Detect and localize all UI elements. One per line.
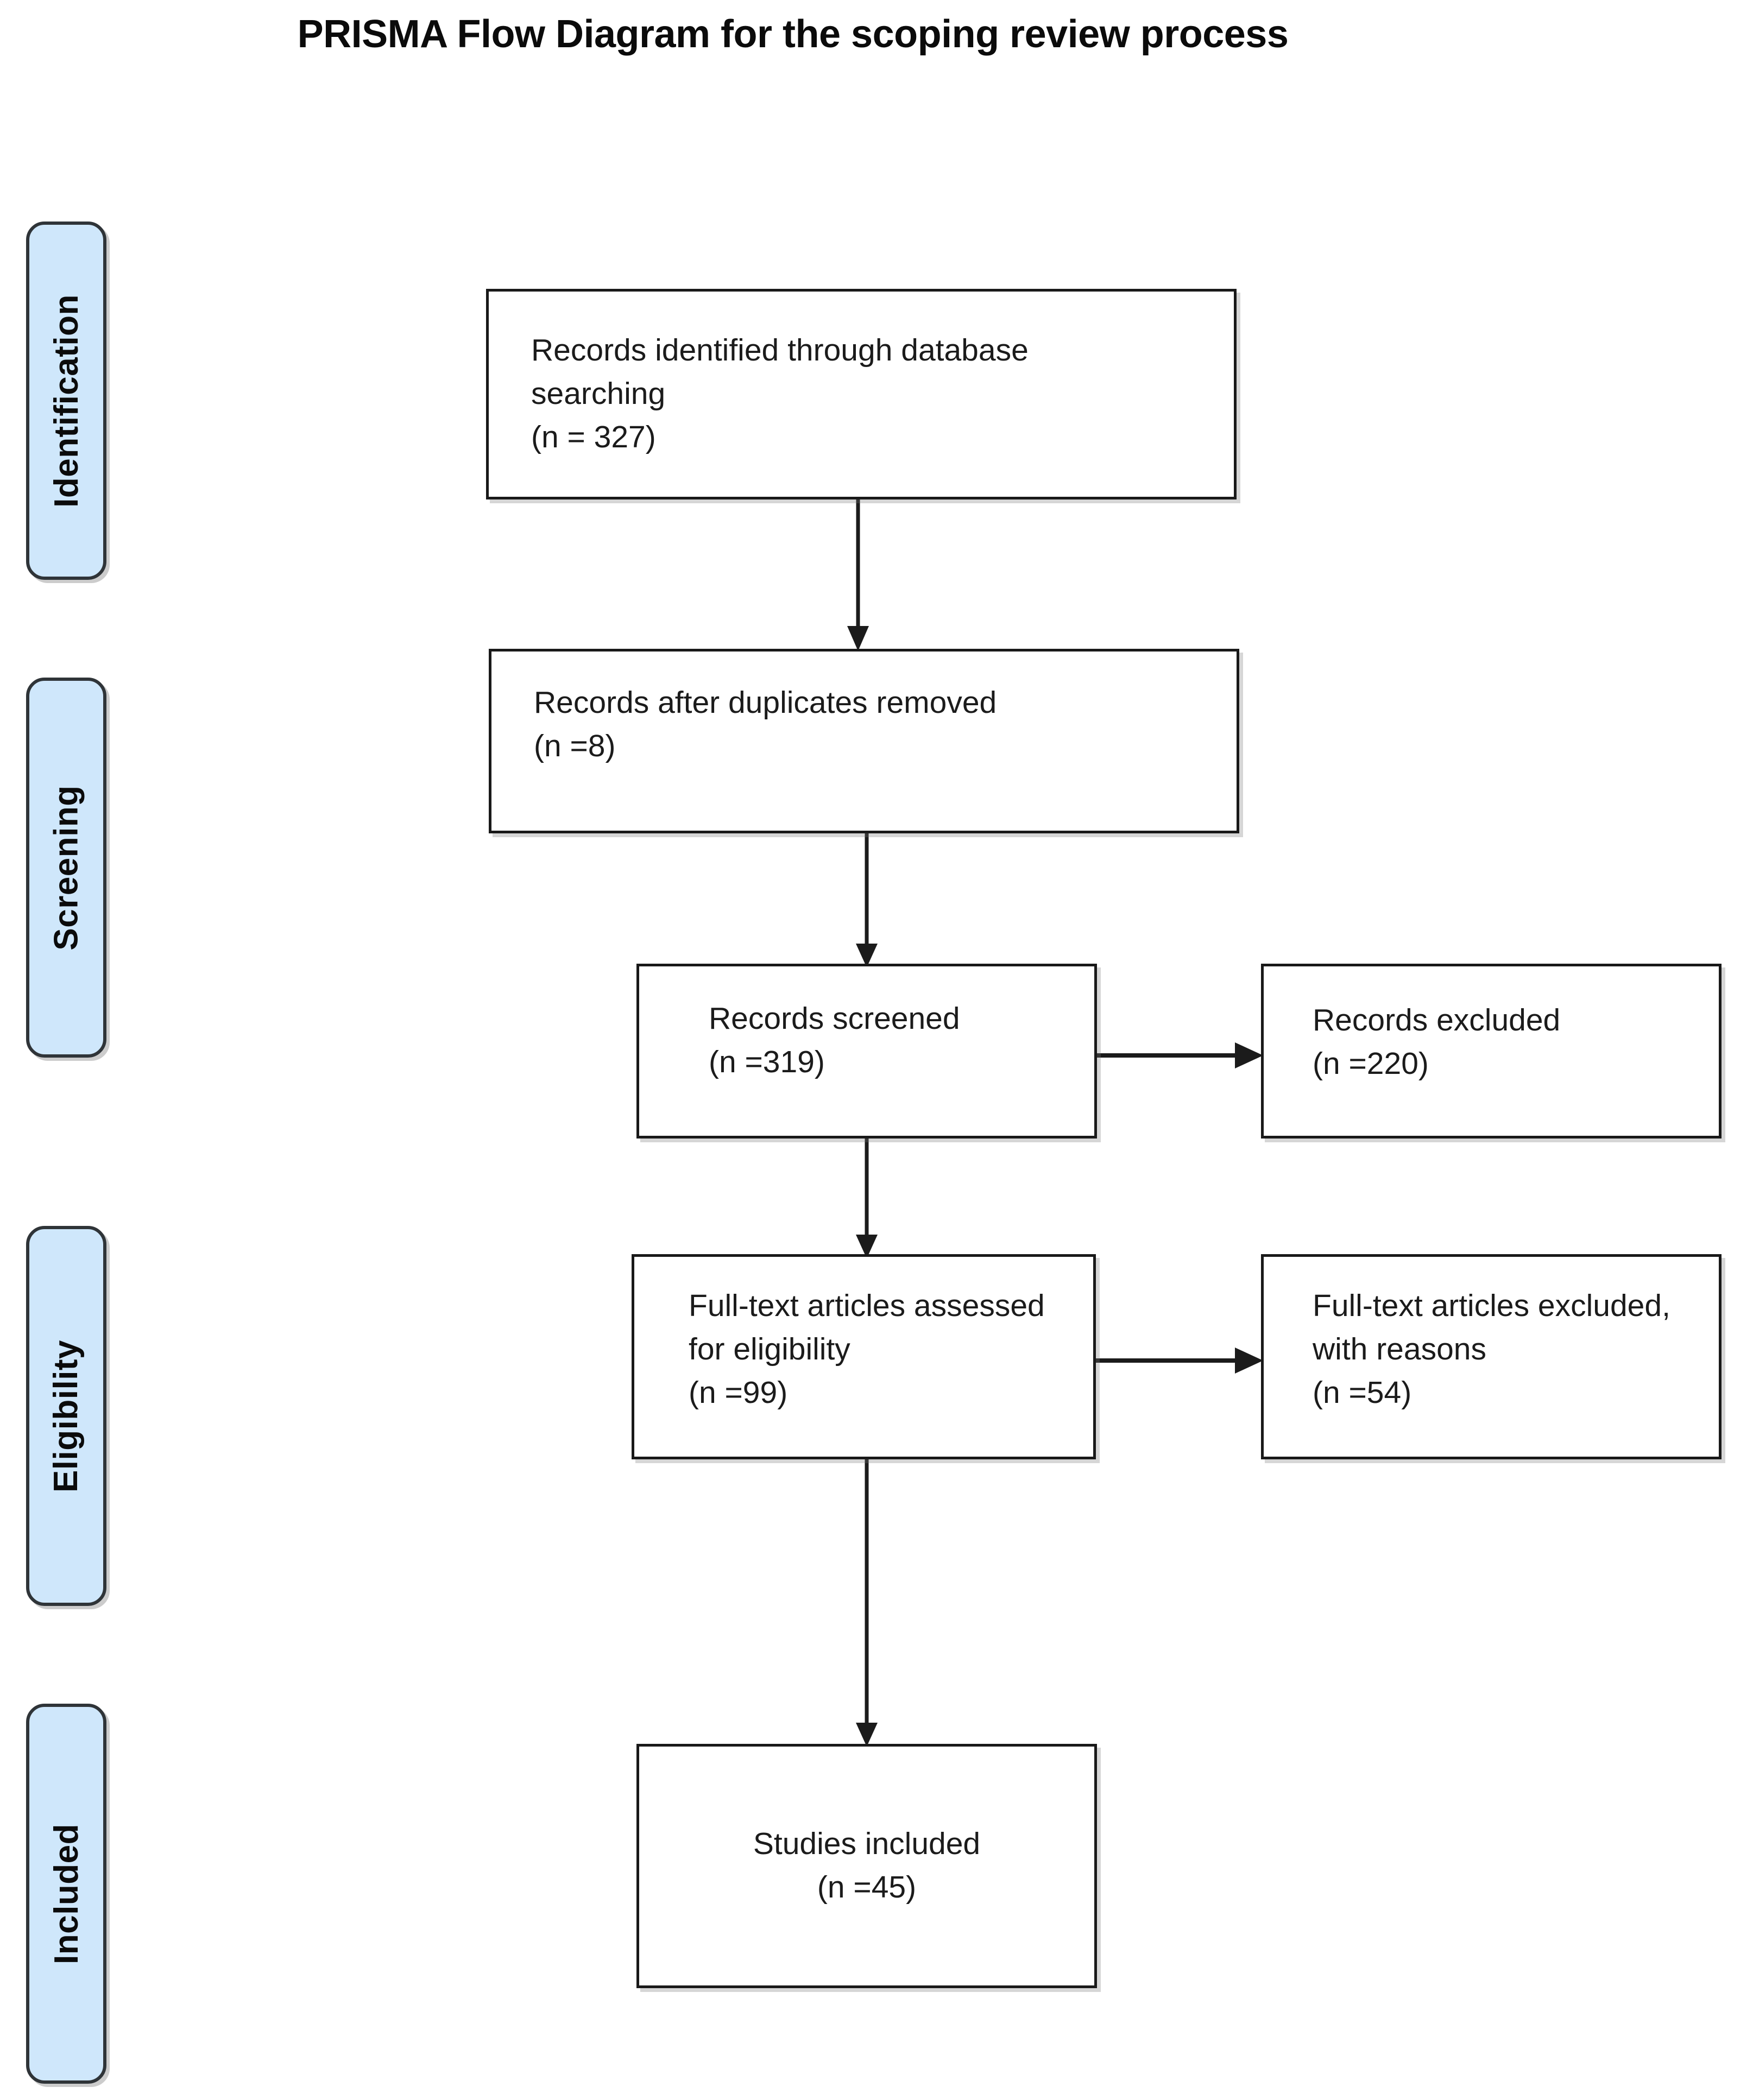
box-records-identified-text: Records identified through database sear… bbox=[531, 333, 1029, 454]
stage-pill-eligibility: Eligibility bbox=[26, 1226, 106, 1606]
stage-pill-screening: Screening bbox=[26, 678, 106, 1058]
box-records-screened-text: Records screened (n =319) bbox=[709, 1001, 960, 1079]
connector-screened-to-fulltext bbox=[856, 1136, 878, 1262]
box-records-identified: Records identified through database sear… bbox=[486, 289, 1237, 499]
stage-pill-included: Included bbox=[26, 1704, 106, 2084]
stage-label-screening: Screening bbox=[47, 785, 85, 951]
stage-label-identification: Identification bbox=[47, 294, 85, 508]
connector-fulltext-to-included bbox=[856, 1457, 878, 1750]
stage-pill-identification: Identification bbox=[26, 222, 106, 580]
box-records-screened: Records screened (n =319) bbox=[636, 964, 1097, 1138]
box-records-after-duplicates-removed-text: Records after duplicates removed (n =8) bbox=[534, 685, 997, 763]
box-fulltext-articles-excluded-text: Full-text articles excluded, with reason… bbox=[1313, 1288, 1670, 1410]
connector-fulltext-to-fulltext-excluded bbox=[1094, 1345, 1265, 1376]
stage-label-eligibility: Eligibility bbox=[47, 1339, 85, 1492]
box-fulltext-articles-assessed-text: Full-text articles assessed for eligibil… bbox=[689, 1288, 1045, 1410]
box-studies-included-text: Studies included (n =45) bbox=[753, 1826, 981, 1905]
box-records-excluded-text: Records excluded (n =220) bbox=[1313, 1003, 1561, 1081]
box-fulltext-articles-excluded: Full-text articles excluded, with reason… bbox=[1261, 1254, 1722, 1459]
box-records-excluded: Records excluded (n =220) bbox=[1261, 964, 1722, 1138]
box-records-after-duplicates-removed: Records after duplicates removed (n =8) bbox=[489, 649, 1239, 833]
box-studies-included: Studies included (n =45) bbox=[636, 1744, 1097, 1988]
stage-label-included: Included bbox=[47, 1823, 85, 1964]
connector-duplicates-to-screened bbox=[856, 831, 878, 971]
page-title: PRISMA Flow Diagram for the scoping revi… bbox=[297, 12, 1289, 56]
connector-identified-to-duplicates bbox=[847, 497, 869, 654]
box-fulltext-articles-assessed: Full-text articles assessed for eligibil… bbox=[632, 1254, 1096, 1459]
connector-screened-to-records-excluded bbox=[1095, 1040, 1265, 1071]
